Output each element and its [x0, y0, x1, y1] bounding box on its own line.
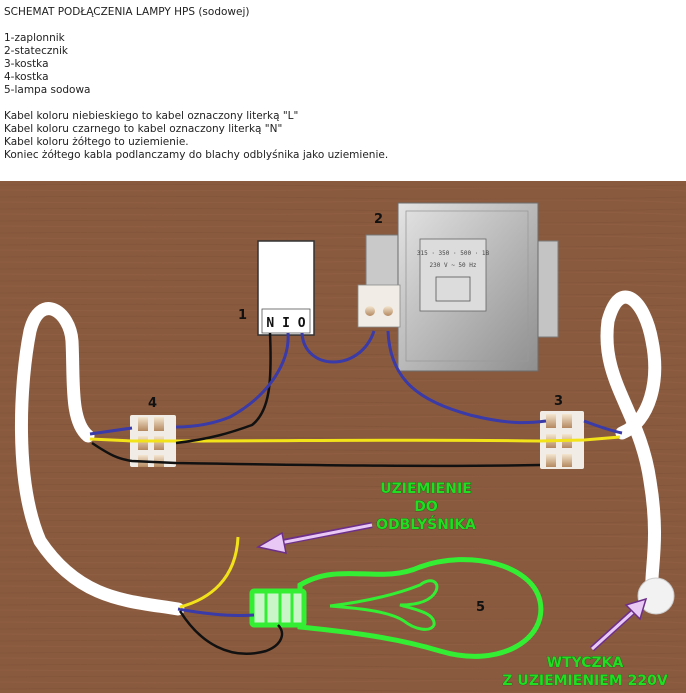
- wiring-diagram-board: N I O 315 · 350 · 500 · 1B 230 V ~ 50 Hz: [0, 181, 686, 693]
- earth-label-line-3: ODBLYŚNIKA: [376, 515, 476, 533]
- note-line: Koniec żółtego kabla podlanczamy do blac…: [4, 149, 389, 161]
- earth-lead-to-reflector: [179, 536, 240, 609]
- ballast-note-text: 230 V ~ 50 Hz: [430, 262, 477, 269]
- plug-label-line-2: Z UZIEMIENIEM 220V: [502, 673, 668, 689]
- ignitor-ballast-link: [300, 330, 376, 364]
- label-ballast-number: 2: [374, 212, 383, 227]
- legend-item: 1-zaplonnik: [4, 32, 65, 44]
- earth-label-line-1: UZIEMIENIE: [380, 481, 472, 497]
- note-line: Kabel koloru żółtego to uziemienie.: [4, 136, 189, 148]
- ignitor-neutral-lead: [175, 332, 272, 445]
- label-terminal-left-number: 4: [148, 396, 157, 411]
- plug: [637, 577, 675, 615]
- earth-label-line-2: DO: [414, 499, 438, 515]
- legend-item: 4-kostka: [4, 71, 49, 83]
- page-title: SCHEMAT PODŁĄCZENIA LAMPY HPS (sodowej): [4, 6, 250, 18]
- ignitor: N I O: [257, 240, 315, 336]
- legend-item: 5-lampa sodowa: [4, 84, 91, 96]
- ballast-live-lead: [386, 330, 547, 425]
- label-lamp-number: 5: [476, 600, 485, 615]
- neutral-wire-main: [91, 441, 541, 468]
- ballast-model-text: 315 · 350 · 500 · 1B: [417, 250, 490, 257]
- left-supply-cable: [14, 302, 185, 616]
- right-plug-cable: [600, 290, 662, 598]
- ignitor-terminal-label: N I O: [266, 316, 305, 331]
- plug-arrow-fill: [590, 609, 636, 651]
- ignitor-live-lead: [175, 332, 290, 429]
- earth-arrow-head: [255, 531, 287, 554]
- legend-item: 3-kostka: [4, 58, 49, 70]
- note-line: Kabel koloru czarnego to kabel oznaczony…: [4, 123, 283, 135]
- plug-arrow-head: [624, 597, 648, 621]
- live-wire-right-stub: [583, 419, 623, 435]
- ballast: 315 · 350 · 500 · 1B 230 V ~ 50 Hz: [357, 202, 559, 372]
- note-line: Kabel koloru niebieskiego to kabel oznac…: [4, 110, 299, 122]
- label-terminal-right-number: 3: [554, 394, 563, 409]
- legend-item: 2-statecznik: [4, 45, 69, 57]
- earth-wire-main: [89, 435, 621, 443]
- label-ignitor-number: 1: [238, 308, 247, 323]
- earth-arrow-fill: [279, 523, 373, 545]
- lamp-live-lead: [177, 607, 255, 618]
- live-wire-left-stub: [89, 426, 133, 436]
- plug-label-line-1: WTYCZKA: [547, 655, 624, 671]
- sodium-lamp: [249, 557, 544, 659]
- instructions-text: SCHEMAT PODŁĄCZENIA LAMPY HPS (sodowej) …: [4, 6, 674, 162]
- lamp-neutral-lead: [178, 610, 284, 656]
